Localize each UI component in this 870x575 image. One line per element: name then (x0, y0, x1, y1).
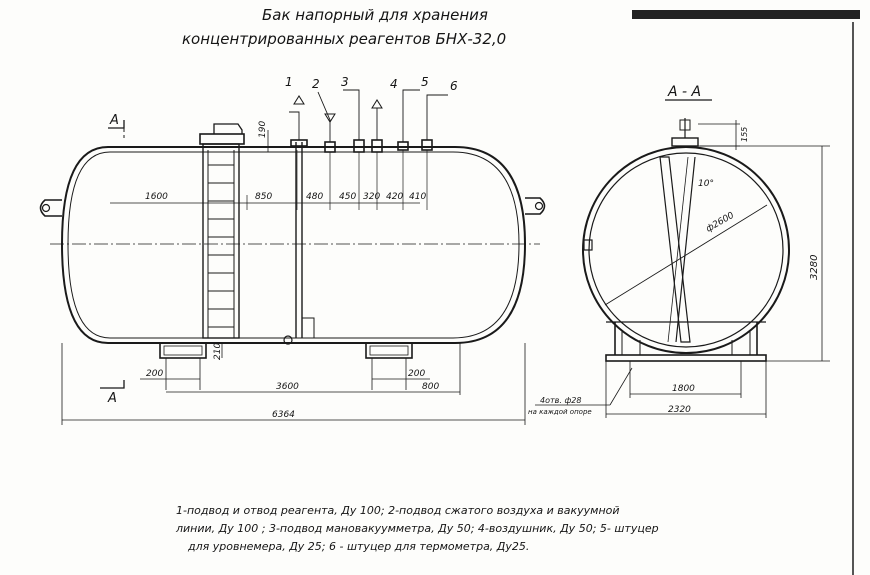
section-view (535, 99, 830, 418)
hole-note-2: на каждой опоре (528, 408, 592, 416)
front-view (39, 89, 546, 425)
legend-line-3: для уровнемера, Ду 25; 6 - штуцер для те… (188, 540, 530, 553)
title-block-stamp (632, 10, 860, 19)
dim-155: 155 (740, 127, 749, 142)
nozzle-number-1: 1 (285, 75, 293, 89)
sheet-border (852, 22, 854, 575)
nozzle-number-2: 2 (312, 77, 320, 91)
dim-800: 800 (422, 382, 439, 392)
diameter-2600: ф2600 (705, 211, 737, 235)
drawing-title-line1: Бак напорный для хранения (262, 6, 488, 24)
section-title: А - А (667, 84, 701, 100)
section-mark-top: А (109, 113, 119, 128)
dim-200-right: 200 (408, 369, 425, 379)
hole-note-1: 4отв. ф28 (540, 396, 581, 405)
nozzle-number-5: 5 (421, 75, 429, 89)
nozzle-number-4: 4 (390, 77, 398, 91)
nozzle-number-3: 3 (341, 75, 349, 89)
angle-10: 10° (698, 179, 714, 189)
legend-line-1: 1-подвод и отвод реагента, Ду 100; 2-под… (176, 504, 620, 517)
dim-210: 210 (213, 343, 223, 360)
dim-3600: 3600 (276, 382, 299, 392)
nozzle-number-6: 6 (450, 79, 458, 93)
section-mark-bottom: А (107, 391, 117, 406)
dim-height-3280: 3280 (809, 255, 820, 280)
dim-190: 190 (258, 121, 268, 138)
dim-410: 410 (409, 192, 426, 202)
dim-320: 320 (363, 192, 380, 202)
dim-overall-length: 6364 (272, 410, 295, 420)
dim-200-left: 200 (146, 369, 163, 379)
drawing-title-line2: концентрированных реагентов БНХ-32,0 (182, 30, 507, 48)
dim-850: 850 (255, 192, 272, 202)
dim-420: 420 (386, 192, 403, 202)
dim-450: 450 (339, 192, 356, 202)
legend-line-2: линии, Ду 100 ; 3-подвод мановакуумметра… (176, 522, 659, 535)
dim-base-width: 2320 (668, 405, 691, 415)
dim-support-span: 1800 (672, 384, 695, 394)
dim-1600: 1600 (145, 192, 168, 202)
dim-480: 480 (306, 192, 323, 202)
